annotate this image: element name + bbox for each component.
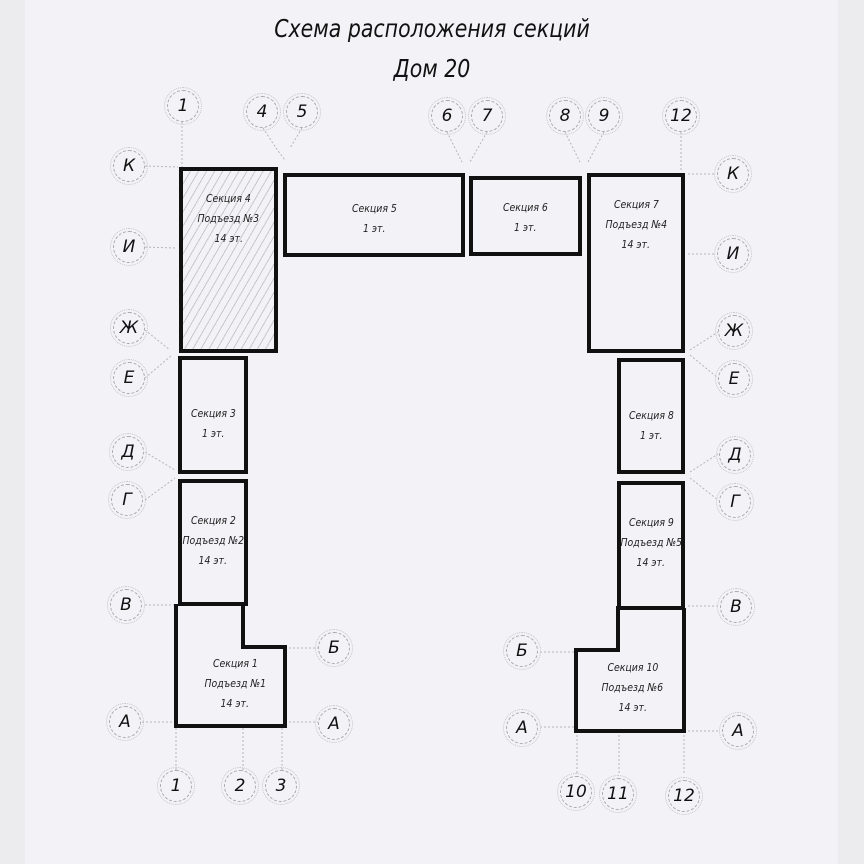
axis-marker-top-8: 8 <box>546 97 584 135</box>
axis-marker-top-6: 6 <box>428 97 466 135</box>
section-4-name: Секция 4 <box>206 192 251 205</box>
section-3: Секция 3 1 эт. <box>178 356 248 474</box>
section-4-entrance: Подъезд №3 <box>197 212 260 225</box>
axis-marker-top-4: 4 <box>243 93 281 131</box>
axis-marker-left-I: И <box>110 228 148 266</box>
axis-marker-left-Zh: Ж <box>110 309 148 347</box>
section-8: Секция 8 1 эт. <box>617 358 685 474</box>
axis-marker-right-Zh: Ж <box>715 312 753 350</box>
section-6-name: Секция 6 <box>503 201 548 214</box>
axis-marker-right-K: К <box>714 155 752 193</box>
section-7-entrance: Подъезд №4 <box>605 218 667 231</box>
axis-marker-right-E: Е <box>715 360 753 398</box>
axis-marker-left-A: А <box>106 703 144 741</box>
axis-marker-top-7: 7 <box>468 97 506 135</box>
axis-marker-left-V: В <box>107 586 145 624</box>
axis-marker-left-G: Г <box>108 481 146 519</box>
section-7: Секция 7 Подъезд №4 14 эт. <box>587 173 685 353</box>
axis-marker-inner-A-right: А <box>503 709 541 747</box>
section-10-name: Секция 10 <box>607 661 658 674</box>
section-1-floors: 14 эт. <box>220 697 250 710</box>
section-5: Секция 5 1 эт. <box>283 173 465 257</box>
section-5-floors: 1 эт. <box>362 222 386 235</box>
section-10-entrance: Подъезд №6 <box>601 681 664 694</box>
axis-marker-right-A: А <box>719 712 757 750</box>
axis-marker-inner-B-left: Б <box>315 629 353 667</box>
axis-marker-right-D: Д <box>716 436 754 474</box>
diagram-title: Схема расположения секций <box>274 14 590 43</box>
section-6-floors: 1 эт. <box>514 221 537 234</box>
axis-marker-left-D: Д <box>109 433 147 471</box>
section-9-floors: 14 эт. <box>636 556 666 569</box>
section-5-name: Секция 5 <box>351 202 397 215</box>
section-7-floors: 14 эт. <box>621 238 651 251</box>
axis-marker-left-K: К <box>110 147 148 185</box>
axis-marker-top-9: 9 <box>585 97 623 135</box>
axis-marker-right-G: Г <box>716 483 754 521</box>
diagram-subtitle: Дом 20 <box>393 54 471 83</box>
section-8-floors: 1 эт. <box>639 429 663 442</box>
axis-marker-top-5: 5 <box>283 93 321 131</box>
axis-marker-bottom-1: 1 <box>157 767 195 805</box>
section-2: Секция 2 Подъезд №2 14 эт. <box>178 479 248 606</box>
axis-marker-right-I: И <box>714 235 752 273</box>
section-1-name: Секция 1 <box>212 657 258 670</box>
section-4: Секция 4 Подъезд №3 14 эт. <box>179 167 278 353</box>
section-9-entrance: Подъезд №5 <box>620 536 682 549</box>
axis-marker-right-V: В <box>717 588 755 626</box>
axis-marker-inner-A-left: А <box>315 705 353 743</box>
axis-marker-top-12: 12 <box>662 97 700 135</box>
section-3-name: Секция 3 <box>190 407 236 420</box>
section-9-name: Секция 9 <box>628 516 674 529</box>
section-3-floors: 1 эт. <box>201 427 225 440</box>
section-10-floors: 14 эт. <box>618 701 647 714</box>
section-2-entrance: Подъезд №2 <box>182 534 244 547</box>
section-1-entrance: Подъезд №1 <box>204 677 266 690</box>
section-10: Секция 10 Подъезд №6 14 эт. <box>585 658 680 728</box>
axis-marker-bottom-12: 12 <box>665 777 703 815</box>
axis-marker-left-E: Е <box>110 359 148 397</box>
section-2-floors: 14 эт. <box>198 554 228 567</box>
section-7-name: Секция 7 <box>613 198 659 211</box>
section-4-floors: 14 эт. <box>214 232 243 245</box>
axis-marker-top-1: 1 <box>164 87 202 125</box>
drawing-sheet <box>25 0 838 864</box>
section-8-name: Секция 8 <box>628 409 674 422</box>
axis-marker-bottom-2: 2 <box>221 767 259 805</box>
section-6: Секция 6 1 эт. <box>469 176 582 256</box>
section-9: Секция 9 Подъезд №5 14 эт. <box>617 481 685 610</box>
section-2-name: Секция 2 <box>190 514 236 527</box>
axis-marker-bottom-10: 10 <box>557 773 595 811</box>
section-1: Секция 1 Подъезд №1 14 эт. <box>190 654 280 724</box>
axis-marker-bottom-11: 11 <box>599 775 637 813</box>
axis-marker-bottom-3: 3 <box>262 767 300 805</box>
axis-marker-inner-B-right: Б <box>503 632 541 670</box>
